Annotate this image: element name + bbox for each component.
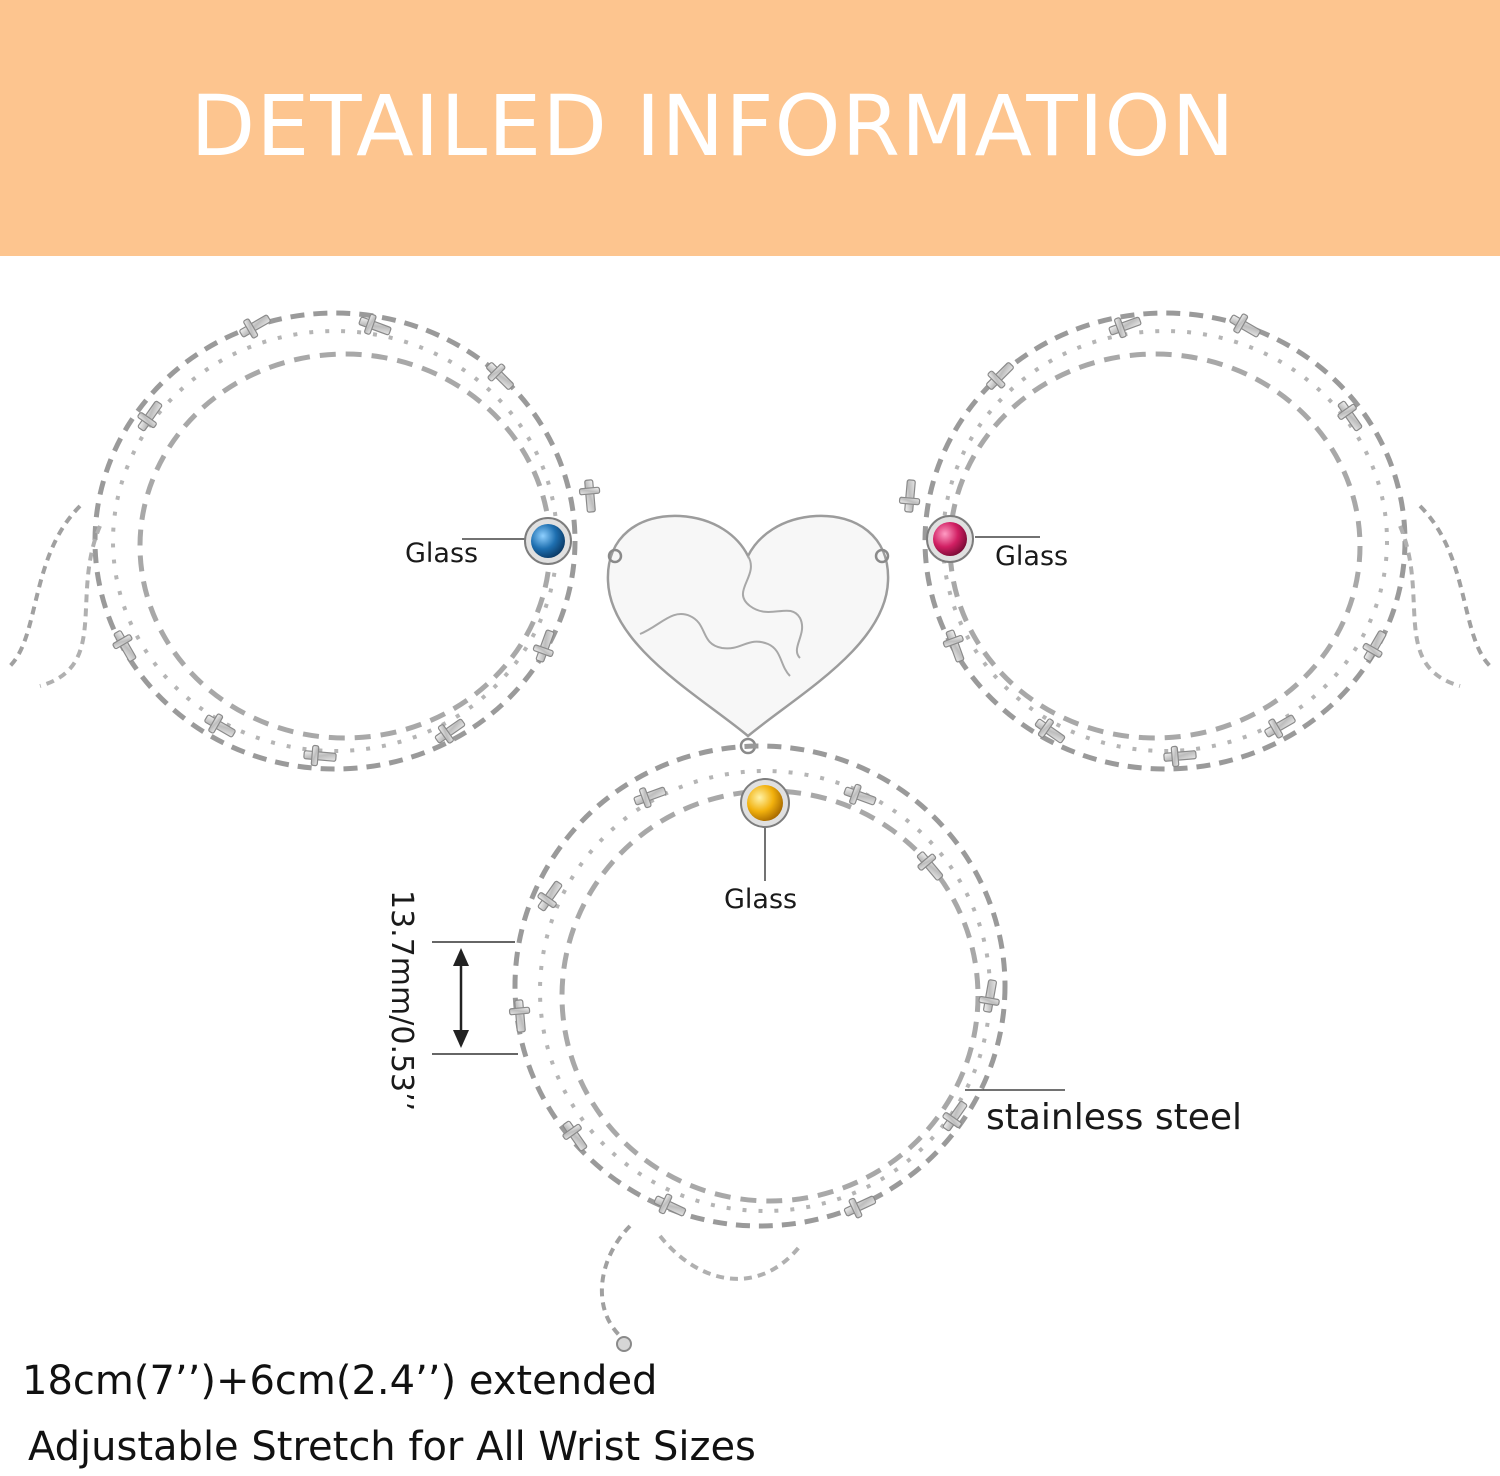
banner-title: DETAILED INFORMATION: [190, 77, 1236, 175]
left-bracelet: [8, 308, 602, 772]
header-banner: DETAILED INFORMATION: [0, 0, 1500, 256]
bottom-bracelet: [508, 743, 1008, 1352]
adjustable-info: Adjustable Stretch for All Wrist Sizes: [28, 1424, 756, 1470]
material-label: stainless steel: [986, 1097, 1243, 1138]
left-stone-label: Glass: [405, 538, 479, 569]
length-info: 18cm(7’’)+6cm(2.4’’) extended: [22, 1358, 658, 1404]
bracelet-illustration: [8, 308, 1492, 1352]
right-bracelet: [898, 308, 1492, 772]
heart-pendant: [606, 514, 890, 755]
bottom-stone-label: Glass: [724, 884, 798, 915]
right-stone-label: Glass: [995, 541, 1069, 572]
width-measurement: [432, 941, 518, 1055]
width-measure-label: 13.7mm/0.53’’: [384, 890, 419, 1112]
